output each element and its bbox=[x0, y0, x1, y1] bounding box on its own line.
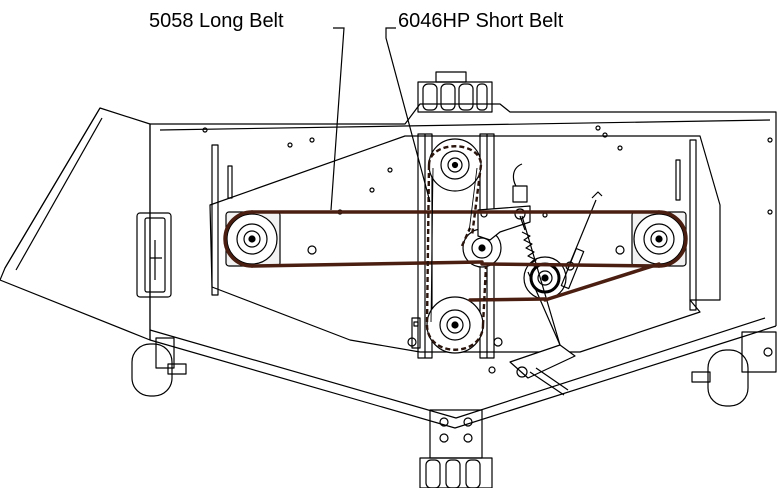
front-wheel-bracket bbox=[419, 409, 493, 488]
right-gauge-wheel bbox=[691, 331, 777, 407]
clutch-cable bbox=[512, 163, 528, 203]
rear-rollers bbox=[417, 71, 493, 113]
height-adjust-lever bbox=[509, 344, 576, 396]
long-belt bbox=[223, 210, 688, 302]
long-belt-label: 5058 Long Belt bbox=[149, 10, 284, 32]
idler-arm-bracket bbox=[477, 205, 531, 241]
chute-handle bbox=[136, 212, 172, 298]
channel-bracket bbox=[411, 317, 421, 349]
deck-outline bbox=[149, 103, 777, 429]
callout-leaders bbox=[330, 27, 431, 211]
center-bottom-pulley bbox=[426, 296, 484, 354]
short-belt bbox=[425, 145, 488, 351]
tension-spring bbox=[519, 215, 561, 346]
discharge-chute bbox=[0, 107, 151, 341]
deck-bolts bbox=[202, 125, 773, 374]
left-spindle-pulley bbox=[225, 211, 281, 267]
short-belt-inner bbox=[430, 167, 478, 323]
left-gauge-wheel bbox=[131, 337, 187, 397]
short-belt-label: 6046HP Short Belt bbox=[398, 10, 564, 32]
